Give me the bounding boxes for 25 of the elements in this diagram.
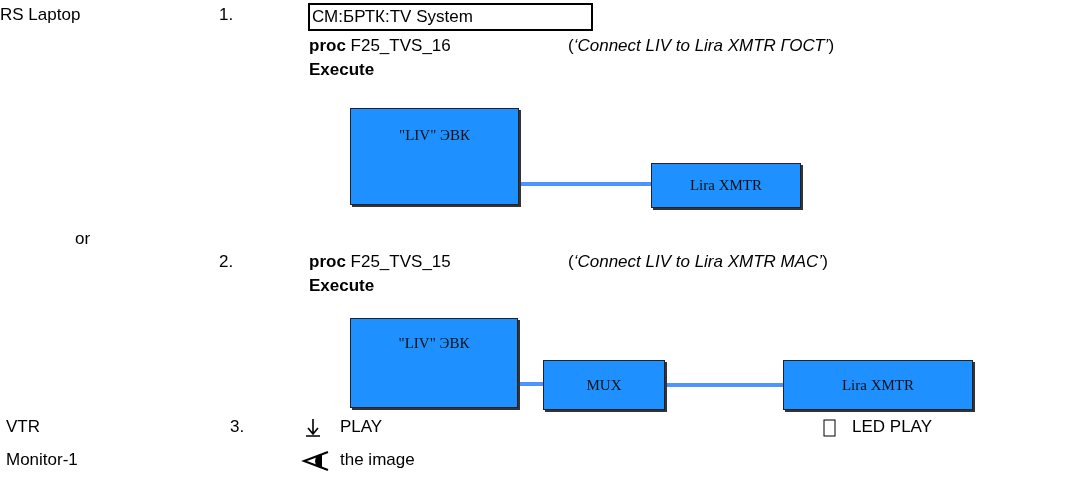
process-box: "LIV" ЭВК (350, 318, 518, 408)
command-text: Execute (309, 60, 375, 80)
process-box: Lira XMTR (651, 163, 801, 208)
device-name: RS Laptop (0, 5, 81, 25)
process-box: "LIV" ЭВК (350, 108, 519, 205)
connector-line (665, 383, 783, 387)
process-box: Lira XMTR (783, 360, 973, 410)
step-number: 1. (219, 5, 234, 25)
step-number: 2. (219, 252, 234, 272)
connector-line (519, 182, 651, 186)
command-text: Execute (309, 276, 375, 296)
procedure-description: (‘Connect LIV to Lira XMTR ГОСТ’) (568, 36, 835, 56)
action-text: PLAY (340, 417, 383, 437)
action-text: the image (340, 450, 415, 470)
step-number: 3. (230, 417, 245, 437)
framed-title: СМ:БРТК:TV System (308, 3, 593, 31)
conjunction-text: or (75, 229, 91, 249)
procedure-name: proc F25_TVS_16 (309, 36, 451, 56)
process-box: MUX (543, 360, 665, 410)
device-name: VTR (6, 417, 40, 437)
indicator-text: LED PLAY (852, 417, 932, 437)
procedure-name: proc F25_TVS_15 (309, 252, 451, 272)
device-name: Monitor-1 (6, 450, 78, 470)
procedure-description: (‘Connect LIV to Lira XMTR MAC’) (568, 252, 828, 272)
connector-line (518, 382, 543, 386)
